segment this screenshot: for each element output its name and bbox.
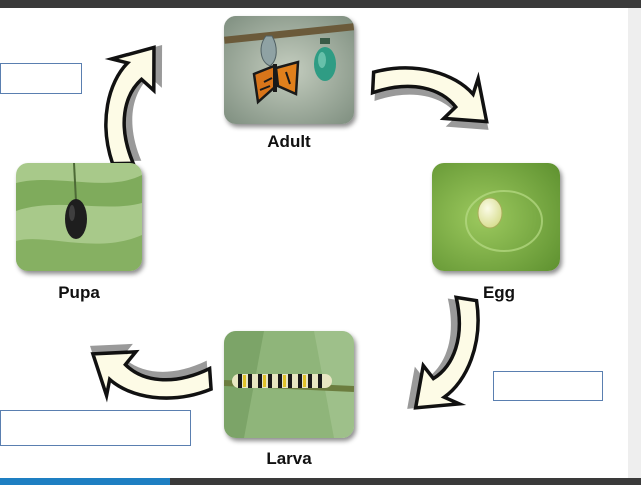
arrow-pupa-to-adult — [66, 29, 194, 174]
arrow-adult-to-egg — [362, 28, 506, 161]
adult-photo — [224, 16, 354, 124]
stage-label-larva: Larva — [266, 449, 312, 468]
stage-label-egg: Egg — [482, 283, 516, 302]
answer-box-bottom-left[interactable] — [0, 410, 191, 446]
stage-label-adult: Adult — [267, 132, 311, 151]
butterfly-egg-icon — [432, 163, 560, 271]
egg-photo — [432, 163, 560, 271]
window-bottom-bar — [0, 478, 641, 485]
larva-photo — [224, 331, 354, 438]
monarch-butterfly-icon — [224, 16, 354, 124]
stage-label-pupa: Pupa — [58, 283, 100, 302]
arrow-egg-to-larva — [378, 287, 518, 430]
scroll-edge — [628, 8, 641, 478]
chrysalis-icon — [16, 163, 142, 271]
answer-box-bottom-right[interactable] — [493, 371, 603, 401]
answer-box-top-left[interactable] — [0, 63, 82, 94]
window-top-bar — [0, 0, 641, 8]
caterpillar-icon — [224, 331, 354, 438]
pupa-photo — [16, 163, 142, 271]
progress-accent-bar — [0, 478, 170, 485]
